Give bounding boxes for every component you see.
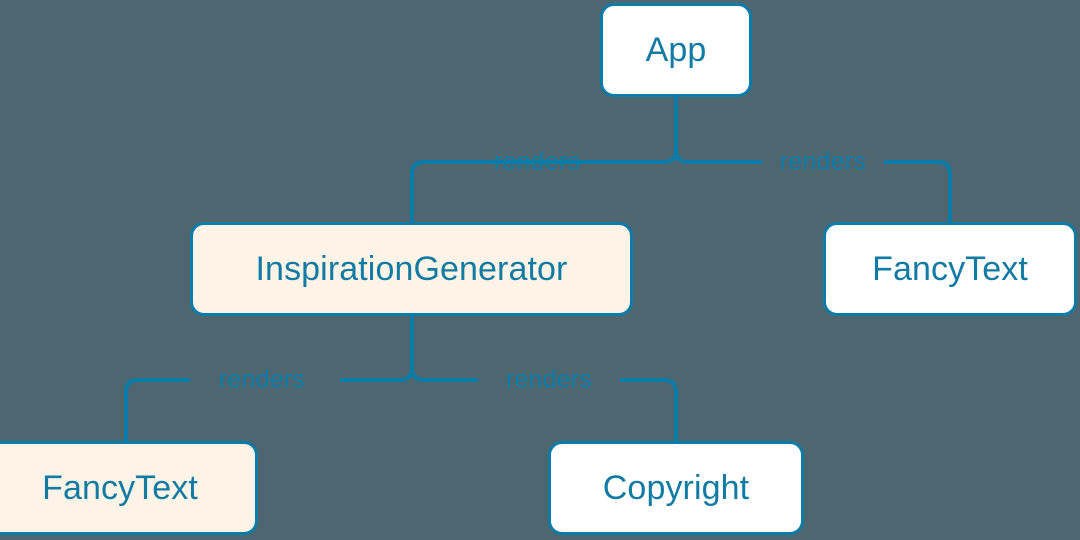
edge-app-to-fancy-right-tail [884, 160, 952, 222]
node-fancy-text-right[interactable]: FancyText [823, 222, 1077, 316]
node-fancy-text-bottom[interactable]: FancyText [0, 441, 258, 535]
node-app[interactable]: App [600, 3, 752, 97]
edge-label-inspgen-to-fancy-bottom: renders [218, 365, 306, 394]
node-inspiration-generator[interactable]: InspirationGenerator [190, 222, 633, 316]
edge-app-to-fancy-right [674, 149, 762, 164]
edge-label-app-to-inspgen: renders [493, 147, 581, 176]
node-copyright[interactable]: Copyright [548, 441, 804, 535]
edge-label-inspgen-to-copyright: renders [505, 365, 593, 394]
edge-inspgen-to-copyright [410, 367, 478, 382]
edge-app-to-inspgen-tail [410, 160, 596, 222]
edge-label-app-to-fancy-right: renders [779, 147, 867, 176]
edge-inspgen-to-fancy-bottom [340, 367, 414, 382]
edge-inspgen-to-fancy-bottom-tail [124, 378, 190, 441]
edge-inspgen-to-copyright-tail [620, 378, 678, 441]
